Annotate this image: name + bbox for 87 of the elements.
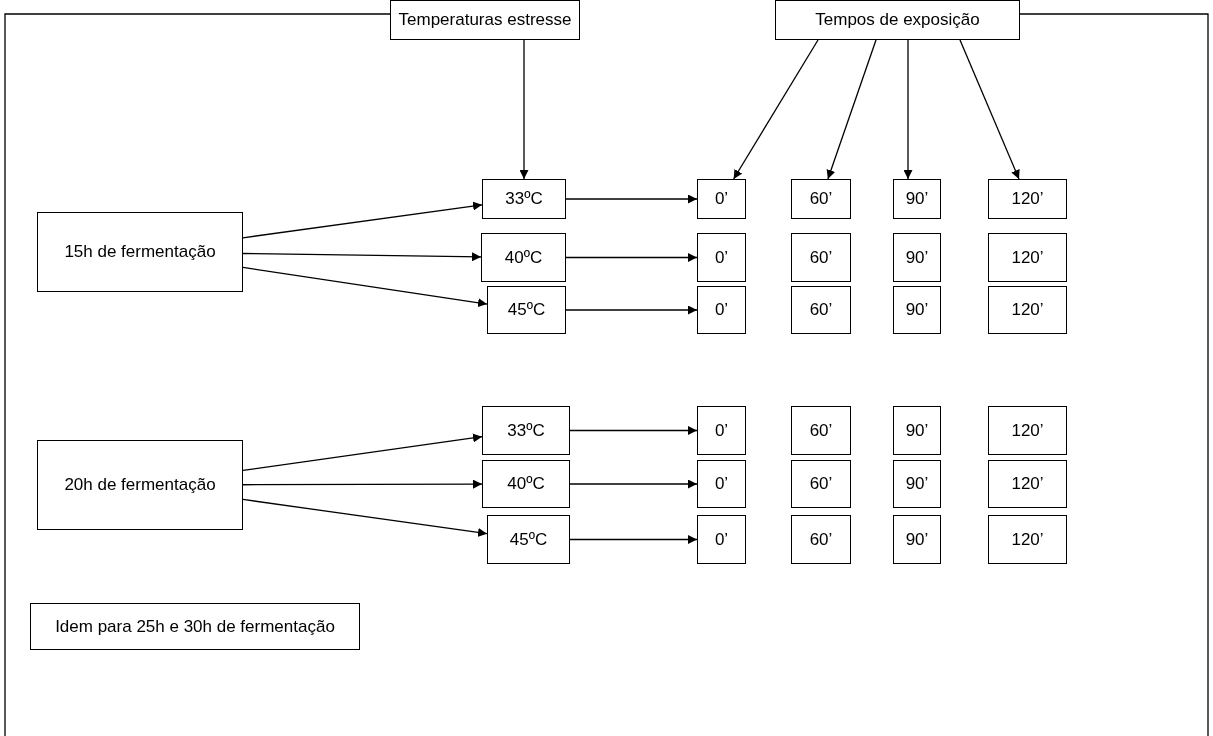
process-box — [487, 286, 566, 334]
process-box — [988, 460, 1067, 508]
box-label: 33ºC — [505, 189, 543, 209]
box-label: 90’ — [905, 474, 929, 494]
box-label: 20h de fermentação — [64, 475, 216, 495]
arrow — [569, 535, 698, 544]
process-box — [893, 286, 941, 334]
arrow — [565, 194, 698, 204]
box-label: 60’ — [809, 247, 833, 268]
process-box — [697, 460, 746, 508]
box-label: 120’ — [1011, 420, 1044, 441]
process-box — [791, 179, 851, 219]
process-box — [30, 603, 360, 650]
process-box — [697, 286, 746, 334]
process-box — [697, 233, 746, 282]
box-label: 0’ — [714, 474, 729, 494]
process-box — [988, 286, 1067, 334]
box-label: 40ºC — [504, 247, 543, 268]
box-label: 60’ — [809, 420, 833, 441]
process-box — [791, 460, 851, 508]
arrow — [242, 433, 483, 472]
process-box — [791, 286, 851, 334]
process-box — [37, 212, 243, 292]
box-label: 60’ — [809, 189, 833, 209]
arrow — [565, 253, 698, 262]
process-box — [37, 440, 243, 530]
box-label: 90’ — [905, 247, 929, 268]
box-label: 90’ — [905, 300, 929, 320]
process-box — [893, 460, 941, 508]
box-label: 0’ — [714, 529, 729, 550]
box-label: 120’ — [1011, 189, 1044, 209]
process-box — [487, 515, 570, 564]
arrow — [569, 426, 698, 435]
process-box — [988, 406, 1067, 455]
arrow — [733, 39, 819, 180]
box-label: 120’ — [1011, 474, 1044, 494]
arrow — [242, 498, 488, 537]
process-box — [988, 233, 1067, 282]
box-label: 0’ — [714, 189, 729, 209]
process-box — [697, 515, 746, 564]
box-label: 90’ — [905, 420, 929, 441]
process-box — [697, 179, 746, 219]
process-box — [390, 0, 580, 40]
arrow — [569, 479, 698, 489]
arrow — [519, 39, 529, 180]
arrow — [242, 252, 482, 262]
process-box — [791, 515, 851, 564]
arrow — [903, 39, 913, 180]
arrow — [242, 479, 483, 489]
process-box — [988, 515, 1067, 564]
box-label: 0’ — [714, 300, 729, 320]
box-label: 60’ — [809, 529, 833, 550]
arrow — [242, 201, 483, 239]
process-box — [775, 0, 1020, 40]
box-label: 15h de fermentação — [64, 242, 216, 262]
arrow — [826, 39, 877, 180]
process-box — [893, 515, 941, 564]
box-label: 90’ — [905, 529, 929, 550]
box-label: 0’ — [714, 247, 729, 268]
process-box — [893, 406, 941, 455]
arrow — [959, 39, 1020, 180]
process-box — [893, 179, 941, 219]
process-box — [482, 460, 570, 508]
process-box — [697, 406, 746, 455]
box-label: 120’ — [1011, 529, 1044, 550]
arrow — [242, 266, 488, 308]
process-box — [893, 233, 941, 282]
process-box — [988, 179, 1067, 219]
box-label: 0’ — [714, 420, 729, 441]
box-label: 40ºC — [507, 474, 545, 494]
process-box — [482, 406, 570, 455]
box-label: Temperaturas estresse — [398, 10, 572, 30]
box-label: Idem para 25h e 30h de fermentação — [55, 616, 335, 637]
box-label: 60’ — [809, 474, 833, 494]
box-label: 33ºC — [507, 420, 545, 441]
box-label: 90’ — [905, 189, 929, 209]
box-label: 45ºC — [507, 300, 546, 320]
box-label: 120’ — [1011, 247, 1044, 268]
process-box — [791, 406, 851, 455]
process-box — [482, 179, 566, 219]
process-box — [481, 233, 566, 282]
box-label: 60’ — [809, 300, 833, 320]
arrow — [565, 305, 698, 315]
box-label: 120’ — [1011, 300, 1044, 320]
box-label: Tempos de exposição — [815, 10, 980, 30]
process-box — [791, 233, 851, 282]
box-label: 45ºC — [509, 529, 548, 550]
